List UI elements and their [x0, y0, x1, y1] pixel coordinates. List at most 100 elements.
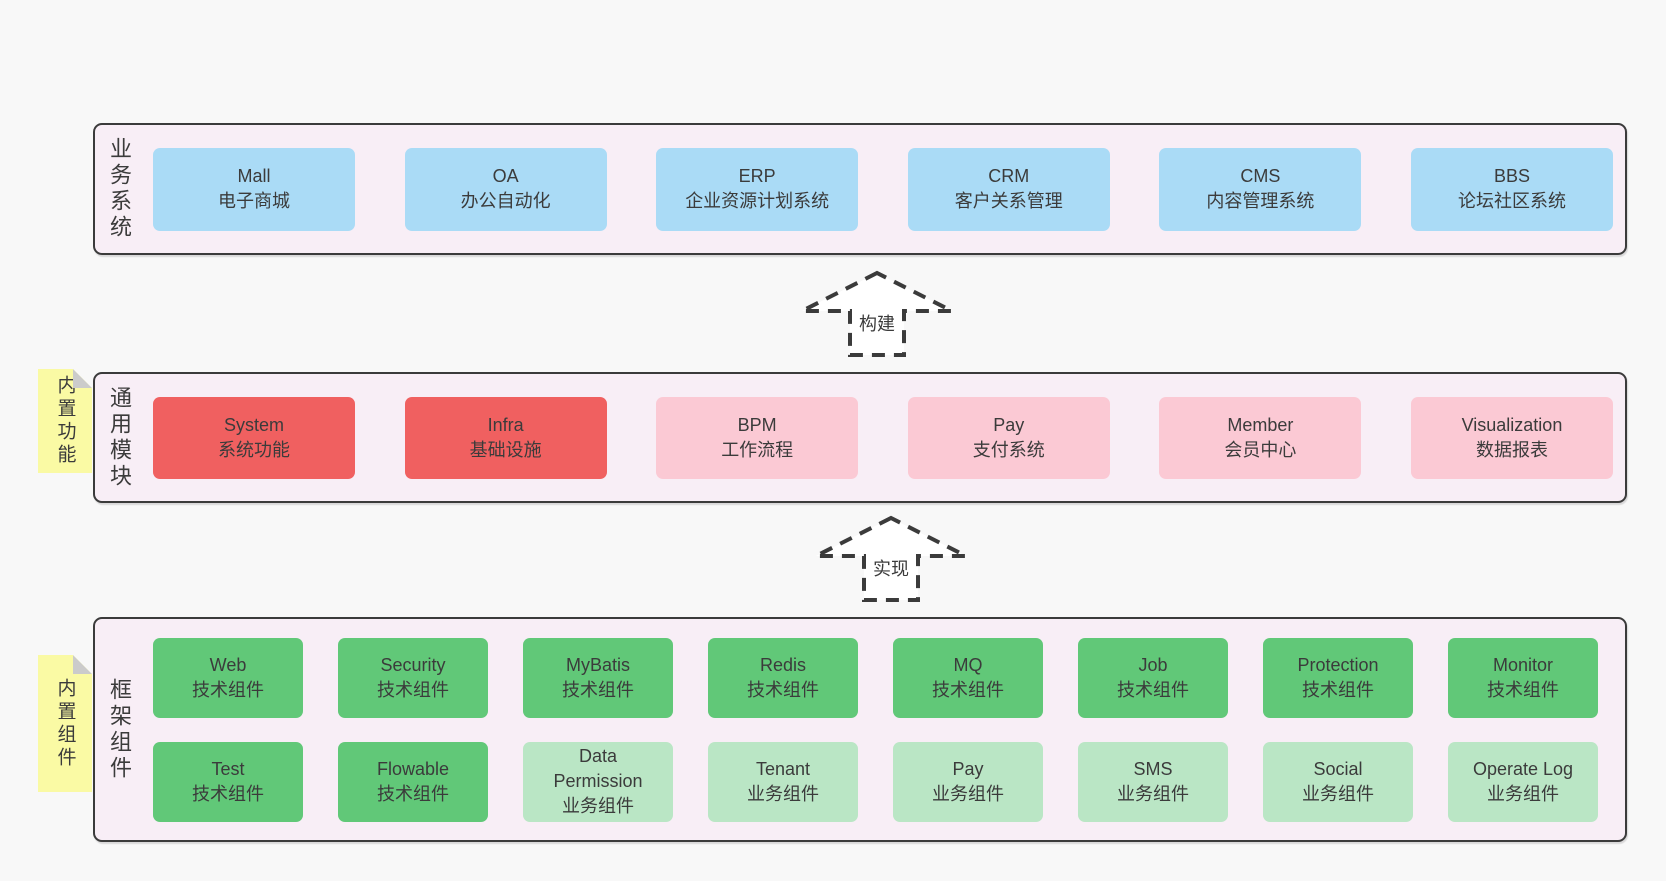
note-fold-corner-icon	[73, 369, 92, 388]
box-operate-log: Operate Log 业务组件	[1448, 741, 1598, 822]
box-sms: SMS 业务组件	[1078, 741, 1228, 822]
box-pay: Pay 业务组件	[893, 741, 1043, 822]
box-subtitle: 业务组件	[1487, 783, 1559, 804]
section-side-label: 通用模块	[103, 374, 135, 501]
box-title: Mall	[237, 166, 271, 186]
box-bpm: BPM 工作流程	[656, 396, 859, 479]
box-title: Member	[1227, 414, 1294, 435]
box-subtitle: 业务组件	[747, 783, 819, 804]
box-title: Test	[211, 758, 245, 779]
box-title: Data Permission	[553, 746, 643, 791]
box-title: Operate Log	[1472, 758, 1574, 779]
box-title: Infra	[487, 414, 524, 435]
box-title: BPM	[737, 414, 777, 435]
dashed-up-arrow-implement: 实现	[811, 513, 971, 605]
box-title: Web	[209, 654, 247, 675]
box-subtitle: 业务组件	[932, 783, 1004, 804]
box-subtitle: 技术组件	[562, 679, 634, 700]
box-subtitle: 内容管理系统	[1206, 191, 1315, 211]
box-subtitle: 论坛社区系统	[1457, 191, 1566, 211]
box-bbs: BBS 论坛社区系统	[1410, 147, 1613, 231]
box-member: Member 会员中心	[1159, 396, 1362, 479]
box-mall: Mall 电子商城	[153, 147, 355, 231]
box-subtitle: 技术组件	[932, 679, 1004, 700]
sticky-note-text: 内置功能	[54, 375, 76, 467]
box-subtitle: 技术组件	[192, 679, 264, 700]
arrow-label: 实现	[870, 557, 912, 581]
section-side-label: 业务系统	[103, 125, 135, 253]
box-subtitle: 电子商城	[218, 191, 290, 211]
box-subtitle: 工作流程	[721, 439, 794, 460]
sticky-note-builtin-components: 内置组件	[38, 655, 92, 792]
module-row: Test 技术组件 Flowable 技术组件 Data Permission 业务组件 T…	[95, 741, 1625, 822]
box-title: Monitor	[1492, 654, 1554, 675]
box-subtitle: 技术组件	[192, 783, 264, 804]
section-side-label-text: 业务系统	[107, 137, 132, 241]
box-subtitle: 系统功能	[218, 439, 290, 460]
box-title: SMS	[1133, 758, 1173, 779]
box-title: Flowable	[376, 758, 450, 779]
box-subtitle: 技术组件	[377, 679, 449, 700]
box-mybatis: MyBatis 技术组件	[523, 637, 673, 718]
box-subtitle: 数据报表	[1475, 439, 1548, 460]
box-subtitle: 技术组件	[1117, 679, 1189, 700]
box-title: Social	[1313, 758, 1363, 779]
box-protection: Protection 技术组件	[1263, 637, 1413, 718]
box-title: Pay	[952, 758, 984, 779]
sticky-note-builtin-functions: 内置功能	[38, 369, 92, 473]
box-subtitle: 技术组件	[377, 783, 449, 804]
box-title: Job	[1138, 654, 1168, 675]
box-test: Test 技术组件	[153, 741, 303, 822]
box-subtitle: 业务组件	[1117, 783, 1189, 804]
sticky-note-text: 内置组件	[54, 677, 76, 770]
box-title: ERP	[738, 166, 776, 186]
arrow-label: 构建	[856, 312, 898, 336]
box-job: Job 技术组件	[1078, 637, 1228, 718]
box-erp: ERP 企业资源计划系统	[656, 147, 859, 231]
box-data-permission: Data Permission 业务组件	[523, 741, 673, 822]
box-title: Visualization	[1461, 414, 1563, 435]
box-subtitle: 技术组件	[1302, 679, 1374, 700]
box-oa: OA 办公自动化	[404, 147, 607, 231]
box-title: Pay	[993, 414, 1025, 435]
box-flowable: Flowable 技术组件	[338, 741, 488, 822]
section-side-label-text: 框架组件	[107, 677, 132, 782]
box-subtitle: 技术组件	[747, 679, 819, 700]
box-title: MyBatis	[565, 654, 630, 675]
box-title: BBS	[1493, 166, 1530, 186]
section-side-label: 框架组件	[103, 619, 135, 840]
note-fold-corner-icon	[73, 655, 92, 674]
section-side-label-text: 通用模块	[107, 385, 132, 490]
box-title: Security	[380, 654, 446, 675]
box-title: MQ	[953, 654, 983, 675]
box-subtitle: 技术组件	[1487, 679, 1559, 700]
box-web: Web 技术组件	[153, 637, 303, 718]
box-subtitle: 会员中心	[1224, 439, 1297, 460]
box-mq: MQ 技术组件	[893, 637, 1043, 718]
box-visualization: Visualization 数据报表	[1410, 396, 1613, 479]
box-title: Protection	[1297, 654, 1379, 675]
box-subtitle: 业务组件	[562, 796, 634, 816]
box-title: CRM	[988, 166, 1030, 186]
box-title: OA	[492, 166, 519, 186]
box-subtitle: 企业资源计划系统	[685, 191, 830, 211]
box-subtitle: 办公自动化	[460, 191, 551, 211]
dashed-up-arrow-build: 构建	[797, 268, 957, 360]
box-title: Tenant	[755, 758, 811, 779]
box-security: Security 技术组件	[338, 637, 488, 718]
